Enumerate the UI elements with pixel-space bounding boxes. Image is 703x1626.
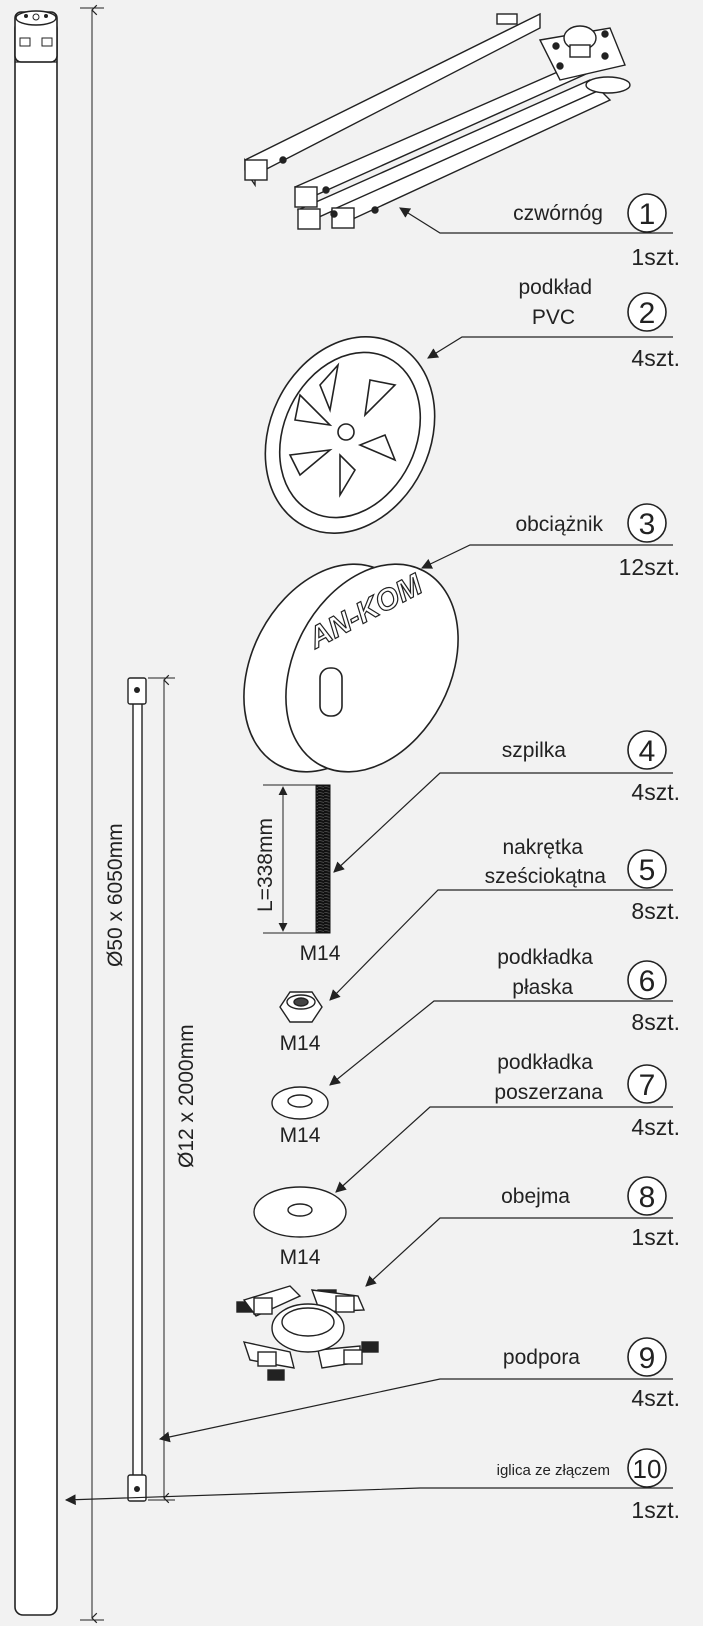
part-2-name-line1: podkład — [518, 276, 592, 299]
part-4-number: 4 — [639, 735, 656, 768]
part-5-qty: 8szt. — [631, 898, 680, 924]
support-dimension: Ø12 x 2000mm — [148, 674, 198, 1504]
part-7-number: 7 — [639, 1069, 656, 1102]
callout-4: szpilka 4 4szt. — [502, 730, 680, 805]
part-9-name: podpora — [503, 1346, 580, 1369]
part-7-name-line2: poszerzana — [494, 1081, 603, 1104]
nut-size-label: M14 — [280, 1032, 321, 1055]
clamp-part-8 — [236, 1285, 379, 1381]
part-5-number: 5 — [639, 854, 656, 887]
callout-6: podkładka płaska 6 8szt. — [497, 946, 680, 1035]
callout-7: podkładka poszerzana 7 4szt. — [494, 1051, 680, 1140]
part-10-qty: 1szt. — [631, 1497, 680, 1523]
part-6-name-line2: płaska — [512, 976, 573, 999]
callout-9: podpora 9 4szt. — [503, 1337, 680, 1411]
part-1-name: czwórnóg — [513, 202, 603, 225]
rod-length-label: L=338mm — [254, 818, 277, 912]
part-2-number: 2 — [639, 297, 656, 330]
part-10-number: 10 — [633, 1454, 662, 1484]
callout-5: nakrętka sześciokątna 5 8szt. — [485, 836, 680, 924]
part-6-name-line1: podkładka — [497, 946, 593, 969]
callout-1: czwórnóg 1 1szt. — [513, 193, 680, 270]
part-9-number: 9 — [639, 1342, 656, 1375]
part-2-name-line2: PVC — [532, 306, 575, 329]
part-1-qty: 1szt. — [631, 244, 680, 270]
weight-part-3: AN-KOM — [243, 563, 459, 773]
part-6-qty: 8szt. — [631, 1009, 680, 1035]
pvc-pad-part-2 — [264, 336, 436, 534]
part-4-name: szpilka — [502, 739, 567, 762]
part-8-qty: 1szt. — [631, 1224, 680, 1250]
flat-washer-size-label: M14 — [280, 1124, 321, 1147]
support-dimension-label: Ø12 x 2000mm — [175, 1024, 198, 1168]
part-2-qty: 4szt. — [631, 345, 680, 371]
part-6-number: 6 — [639, 965, 656, 998]
pole-part-10 — [14, 10, 58, 1616]
part-3-qty: 12szt. — [619, 554, 680, 580]
part-7-name-line1: podkładka — [497, 1051, 593, 1074]
part-8-number: 8 — [639, 1181, 656, 1214]
part-5-name-line2: sześciokątna — [485, 865, 607, 888]
pole-dimension: Ø50 x 6050mm — [80, 4, 127, 1624]
callout-8: obejma 8 1szt. — [501, 1176, 680, 1250]
part-8-name: obejma — [501, 1185, 570, 1208]
part-7-qty: 4szt. — [631, 1114, 680, 1140]
part-3-name: obciążnik — [515, 513, 603, 536]
part-1-number: 1 — [639, 198, 656, 231]
callout-10: iglica ze złączem 10 1szt. — [497, 1448, 680, 1523]
callout-2: podkład PVC 2 4szt. — [518, 276, 680, 371]
part-3-number: 3 — [639, 508, 656, 541]
part-4-qty: 4szt. — [631, 779, 680, 805]
wide-washer-size-label: M14 — [280, 1246, 321, 1269]
callout-3: obciążnik 3 12szt. — [515, 503, 680, 580]
threaded-rod-part-4: L=338mm M14 — [254, 784, 341, 965]
flat-washer-part-6 — [271, 1086, 329, 1120]
support-part-9 — [127, 677, 147, 1502]
pole-dimension-label: Ø50 x 6050mm — [104, 823, 127, 967]
part-5-name-line1: nakrętka — [502, 836, 583, 859]
leader-lines — [64, 207, 673, 1506]
nut-part-5 — [279, 991, 323, 1023]
quad-base-part-1 — [243, 12, 631, 230]
part-10-name: iglica ze złączem — [497, 1462, 610, 1479]
part-9-qty: 4szt. — [631, 1385, 680, 1411]
wide-washer-part-7 — [253, 1186, 347, 1238]
rod-size-label: M14 — [300, 942, 341, 965]
